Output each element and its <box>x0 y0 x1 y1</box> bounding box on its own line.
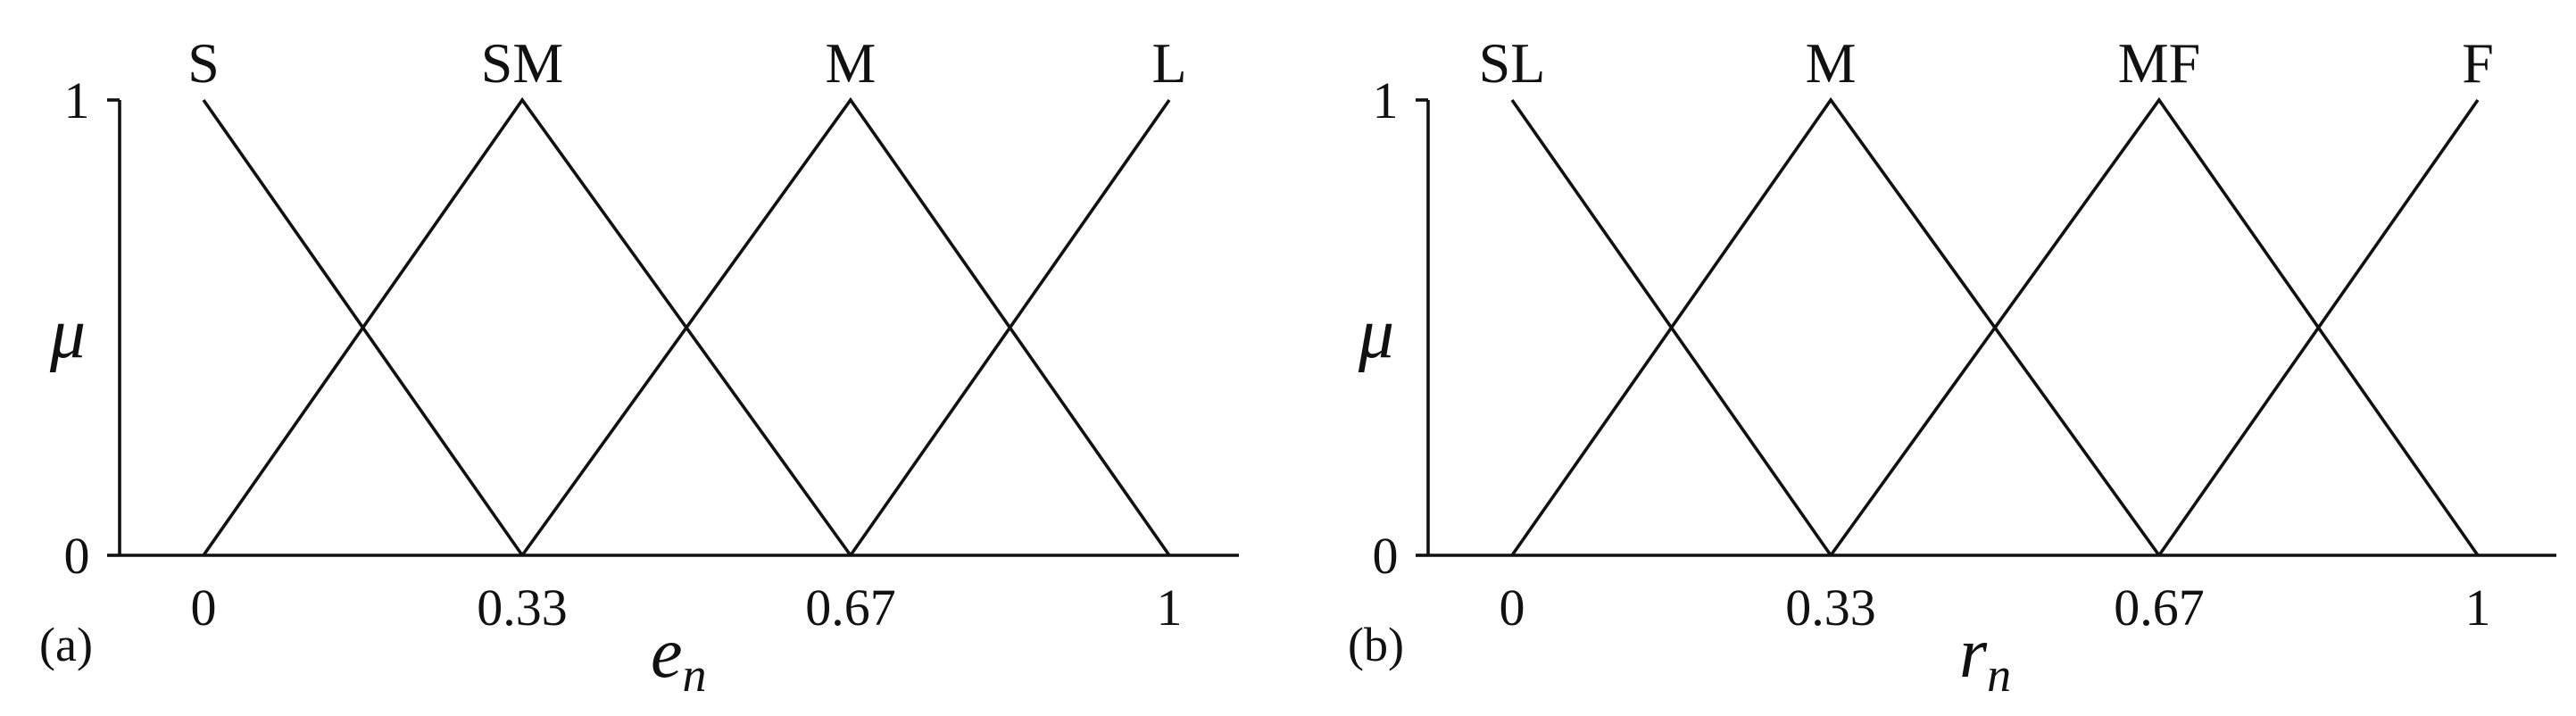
membership-line-m <box>520 96 1171 557</box>
y-axis-label: μ <box>49 295 86 373</box>
chart-panel-2: 1 0 0 0.33 0.67 1 SL M MF Fμ (b) rn <box>1348 31 2556 702</box>
x-tick-label: 0.67 <box>2114 579 2205 637</box>
x-tick-label: 0.67 <box>805 579 896 637</box>
series-label-l: L <box>1151 31 1186 95</box>
y-tick-label: 1 <box>1373 71 1399 129</box>
membership-line-mf <box>1829 96 2480 557</box>
y-tick-label: 0 <box>64 527 90 585</box>
y-tick-label: 0 <box>1373 527 1399 585</box>
series-label-sm: SM <box>481 31 564 95</box>
chart-panel-1: 1 0 0 0.33 0.67 1 S SM M Lμ (a) en <box>39 31 1239 702</box>
x-axis-label-subscript: n <box>683 648 707 702</box>
membership-line-l <box>849 98 1171 557</box>
panel-label: (a) <box>39 618 93 671</box>
x-axis-label: rn <box>1959 614 2011 702</box>
x-tick-label: 1 <box>2465 579 2491 637</box>
y-axis-label: μ <box>1358 295 1394 373</box>
series-label-sl: SL <box>1479 31 1546 95</box>
x-tick-label: 0 <box>1500 579 1525 637</box>
series-label-m: M <box>1806 31 1857 95</box>
membership-line-m <box>1510 96 2161 557</box>
x-tick-label: 0.33 <box>1785 579 1876 637</box>
series-label-f: F <box>2462 31 2494 95</box>
x-tick-label: 0.33 <box>477 579 568 637</box>
x-tick-label: 1 <box>1157 579 1183 637</box>
x-axis-label: en <box>651 614 707 702</box>
x-axis-label-subscript: n <box>1987 648 2011 702</box>
series-label-mf: MF <box>2118 31 2201 95</box>
membership-line-f <box>2157 98 2480 557</box>
membership-line-sm <box>202 96 852 557</box>
y-tick-label: 1 <box>64 71 90 129</box>
x-tick-label: 0 <box>191 579 217 637</box>
panel-label: (b) <box>1348 618 1404 671</box>
series-label-m: M <box>825 31 876 95</box>
series-label-s: S <box>187 31 220 95</box>
